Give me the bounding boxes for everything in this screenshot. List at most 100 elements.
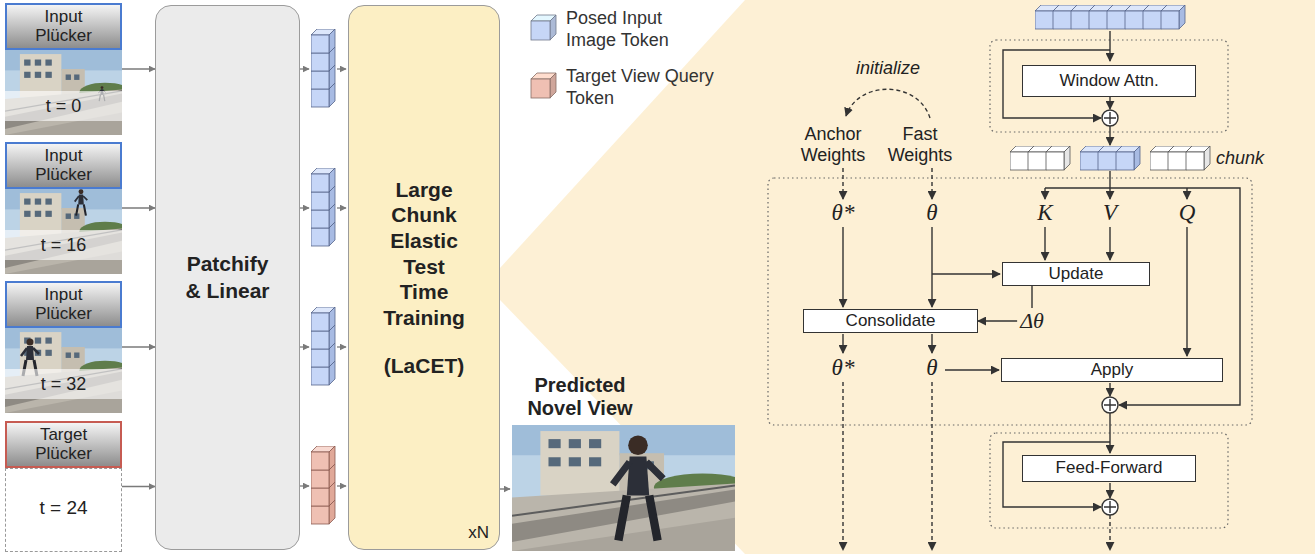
- dataflow-wire: [842, 227, 843, 307]
- dataflow-wire: [1109, 483, 1110, 498]
- token-arrows: [300, 207, 309, 208]
- residual-add-symbol: [1104, 112, 1116, 124]
- input-photos: [5, 50, 131, 413]
- image-token-stack: [311, 29, 335, 53]
- box-label: Feed-Forward: [1056, 459, 1163, 478]
- dataflow-wire: [931, 227, 932, 307]
- dataflow-wire: [1186, 188, 1187, 199]
- consolidate-box: Consolidate: [803, 309, 978, 333]
- symbol-label: θ: [926, 355, 937, 381]
- predicted-view: Predicted Novel View: [510, 374, 736, 552]
- flow-arrow: [500, 488, 510, 489]
- weight-passthrough-wire: [842, 168, 843, 199]
- token-row: [1161, 5, 1185, 29]
- weight-passthrough-wire: [842, 382, 843, 550]
- box-label: Update: [1049, 265, 1104, 284]
- annotation-label: initialize: [856, 58, 920, 79]
- dataflow-wire: [931, 334, 932, 353]
- legend-item: Posed Input Image Token: [530, 8, 716, 51]
- dataflow-wire: [1044, 188, 1045, 199]
- dataflow-wire: [1109, 188, 1110, 199]
- timestamp: t = 24: [5, 493, 122, 523]
- legend-text: Target View Query Token: [566, 66, 716, 109]
- flow-arrow: [122, 207, 155, 208]
- weight-passthrough-wire: [931, 382, 932, 550]
- timestamp: t = 0: [5, 91, 122, 121]
- image-token-stack: [311, 307, 335, 331]
- token-arrows: [300, 485, 309, 486]
- weights-label: Anchor Weights: [797, 124, 869, 165]
- image-token-stack: [311, 29, 335, 385]
- dataflow-wire: [1109, 413, 1110, 453]
- predicted-photo: [613, 435, 663, 540]
- zoom-wedge: [500, 0, 1315, 554]
- plucker-header: Input Plücker: [5, 142, 122, 189]
- token-chunks: [1186, 146, 1210, 170]
- legend-swatch: [531, 79, 550, 98]
- window-attention-box: Window Attn.: [1022, 65, 1196, 97]
- input-photos: [5, 328, 131, 413]
- dataflow-wire: [1044, 227, 1045, 260]
- dataflow-wire: [1109, 383, 1110, 396]
- predicted-photo: [512, 425, 751, 551]
- legend-swatch: [530, 14, 558, 42]
- residual-add-symbol: [1102, 110, 1118, 126]
- box-label: Window Attn.: [1059, 72, 1158, 91]
- dotted-block-frame: [768, 178, 1252, 425]
- block-title: Patchify & Linear: [178, 251, 278, 304]
- flow-arrow: [122, 68, 155, 69]
- patchify-block: Patchify & Linear: [155, 5, 300, 550]
- token-arrows: [300, 346, 309, 347]
- block-title: Large Chunk Elastic Test Time Training: [379, 177, 469, 331]
- dotted-block-frame: [768, 40, 1252, 528]
- token-row: [1035, 5, 1185, 29]
- plucker-header: Target Plücker: [5, 421, 122, 468]
- input-view-card: Input Plückert = 32: [5, 281, 122, 413]
- symbol-label: Q: [1179, 200, 1196, 226]
- dotted-block-frame: [990, 40, 1228, 132]
- dataflow-wire: [932, 273, 1000, 274]
- legend-swatch: [531, 21, 550, 40]
- query-token-stack: [311, 446, 335, 524]
- input-photos: [5, 50, 131, 135]
- feed-forward-box: Feed-Forward: [1022, 455, 1196, 482]
- dataflow-wire: [1109, 31, 1110, 61]
- token-arrows: [337, 485, 346, 486]
- dataflow-wire: [945, 369, 999, 370]
- residual-add-symbol: [1102, 499, 1118, 515]
- residual-add-symbol: [1102, 397, 1118, 413]
- view-heading: Predicted Novel View: [510, 374, 650, 420]
- dataflow-wire: [843, 31, 1240, 507]
- edge-label: Δθ: [1017, 308, 1047, 334]
- legend-text: Posed Input Image Token: [566, 8, 716, 51]
- input-photos: [75, 189, 88, 215]
- token-arrows: [300, 68, 309, 69]
- flow-arrow: [122, 346, 155, 347]
- symbol-label: θ: [926, 200, 937, 226]
- token-chunks: [1010, 146, 1210, 170]
- symbol-label: θ*: [832, 355, 855, 381]
- symbol-label: V: [1103, 200, 1117, 226]
- dotted-block-frame: [990, 433, 1228, 528]
- query-token-stack: [311, 446, 335, 470]
- dataflow-wire: [1109, 227, 1110, 260]
- symbol-label: K: [1037, 200, 1052, 226]
- timestamp: t = 32: [5, 369, 122, 399]
- box-label: Consolidate: [846, 312, 936, 331]
- token-arrows: [337, 346, 346, 347]
- token-arrows: [300, 69, 346, 486]
- box-label: Apply: [1091, 361, 1134, 380]
- weight-passthrough-wire: [931, 168, 932, 199]
- target-view-card: Target Plücker t = 24: [5, 421, 122, 552]
- input-view-card: Input Plückert = 0: [5, 3, 122, 135]
- image-token-stack: [311, 168, 335, 192]
- dataflow-wire: [1109, 171, 1110, 188]
- dataflow-wire: [1109, 97, 1110, 109]
- weight-passthrough-wire: [846, 89, 930, 118]
- token-chunks: [1046, 146, 1070, 170]
- apply-box: Apply: [1001, 358, 1223, 382]
- zoom-wedge: [500, 0, 1315, 554]
- token-arrows: [337, 68, 346, 69]
- predicted-photo: [512, 425, 751, 551]
- block-abbreviation: (LaCET): [384, 354, 465, 378]
